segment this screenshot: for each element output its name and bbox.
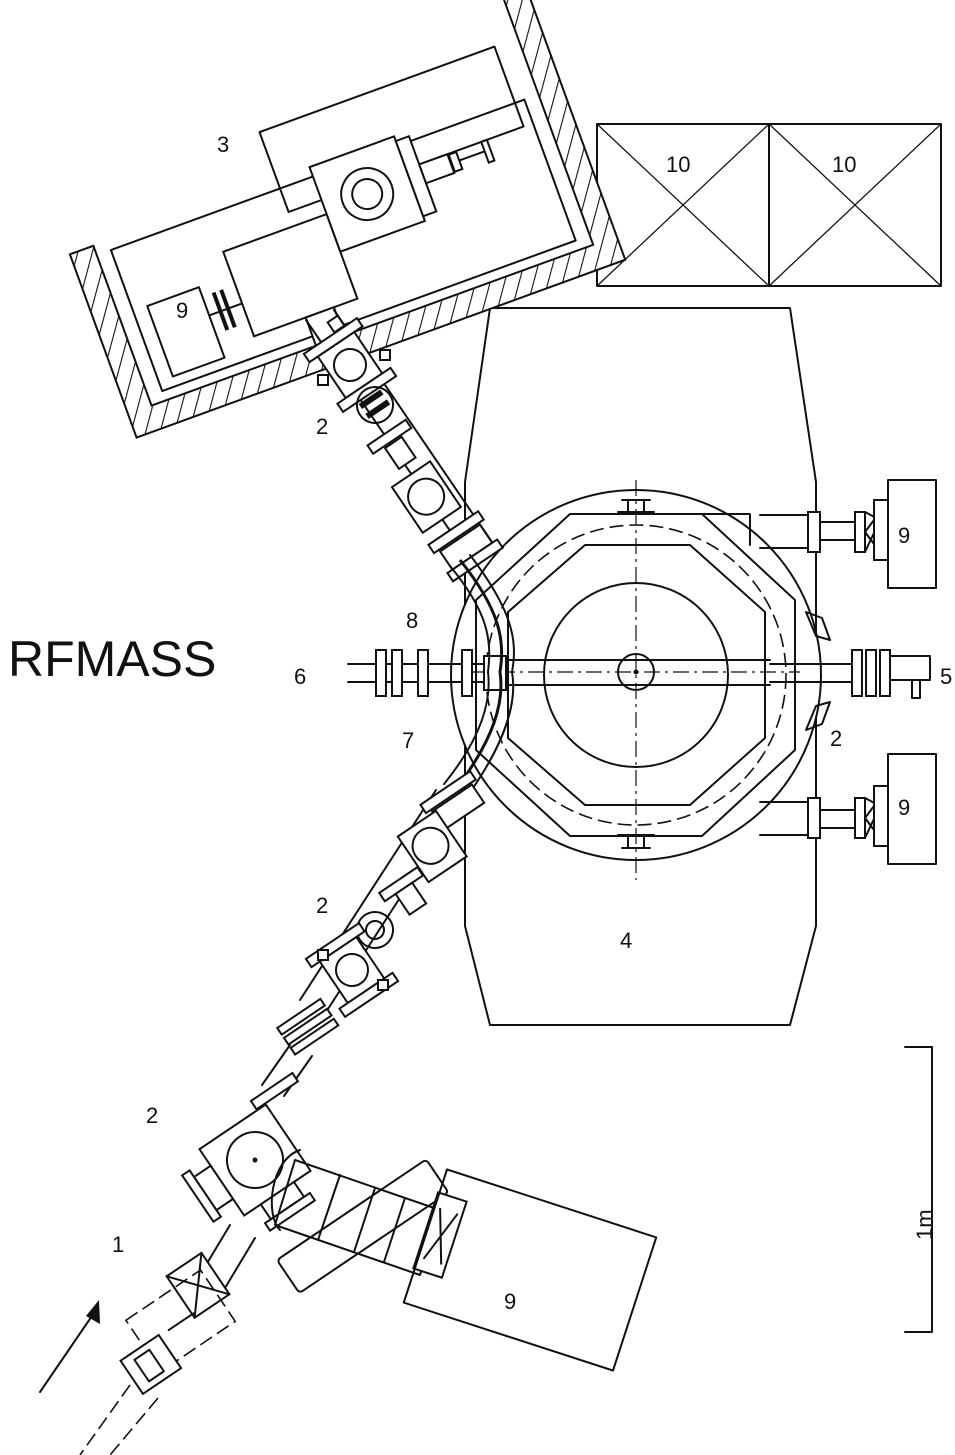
junction-box [180,1103,658,1372]
label-pump-right-bottom: 9 [898,795,910,820]
probe-port-right [769,649,931,699]
injection-line [39,1224,256,1455]
label-pump-large: 9 [504,1289,516,1314]
label-injection: 1 [112,1232,124,1257]
scale-bar-label: 1m [912,1209,937,1240]
label-port-right: 5 [940,664,952,689]
vacuum-chamber [450,480,831,880]
label-target-room: 3 [217,132,229,157]
label-rack-left: 10 [666,152,690,177]
upper-beamline [302,309,505,583]
label-quad-lower: 2 [316,893,328,918]
label-quad-upper: 2 [316,414,328,439]
label-magnet: 4 [620,928,632,953]
label-port-left: 6 [294,664,306,689]
label-rack-right: 10 [832,152,856,177]
equipment-racks [596,123,942,287]
label-pump-target: 9 [176,298,188,323]
label-pump-right-top: 9 [898,523,910,548]
label-dee-upper: 8 [406,608,418,633]
lower-beamline [249,769,486,1111]
scale-bar [904,1046,933,1333]
label-dee-lower: 7 [402,728,414,753]
label-quad-entry: 2 [146,1103,158,1128]
diagram-title: RFMASS [8,631,216,687]
right-pump-lines [701,479,937,865]
beam-path [443,554,515,799]
label-quad-right: 2 [830,726,842,751]
